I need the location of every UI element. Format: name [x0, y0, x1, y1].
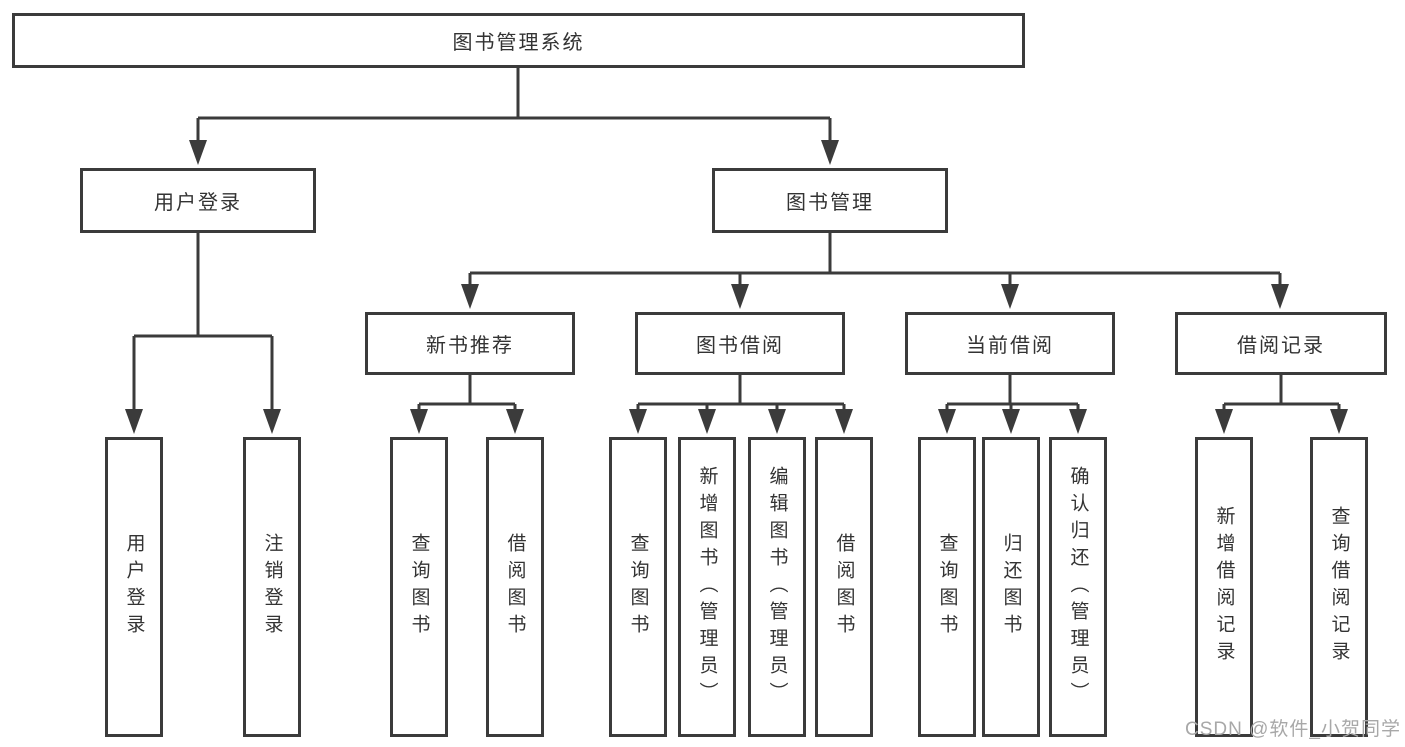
leaf-logout-login: 注销登录 [243, 437, 301, 737]
leaf-user-login: 用户登录 [105, 437, 163, 737]
node-new-book-recommend: 新书推荐 [365, 312, 575, 375]
leaf-query-borrow-record-label: 查询借阅记录 [1328, 506, 1350, 668]
leaf-query-books-recommend-label: 查询图书 [408, 533, 430, 641]
connector-user-login-children [125, 233, 281, 434]
leaf-query-books-borrowing: 查询图书 [609, 437, 667, 737]
leaf-return-books: 归还图书 [982, 437, 1040, 737]
leaf-confirm-return-admin-label: 确认归还（管理员） [1067, 465, 1089, 709]
connector-current-borrowing-children [938, 373, 1087, 434]
leaf-add-books-admin-label: 新增图书（管理员） [696, 465, 718, 709]
leaf-edit-books-admin: 编辑图书（管理员） [748, 437, 806, 737]
node-borrow-records-label: 借阅记录 [1237, 335, 1325, 357]
leaf-add-borrow-record-label: 新增借阅记录 [1213, 506, 1235, 668]
node-root-label: 图书管理系统 [452, 32, 585, 54]
leaf-borrow-books-borrowing: 借阅图书 [815, 437, 873, 737]
node-root-system: 图书管理系统 [12, 13, 1025, 68]
watermark-text: CSDN @软件_小贺同学 [1185, 719, 1401, 740]
node-new-book-recommend-label: 新书推荐 [426, 335, 514, 357]
connector-book-management-children [461, 233, 1289, 309]
leaf-add-borrow-record: 新增借阅记录 [1195, 437, 1253, 737]
leaf-logout-login-label: 注销登录 [261, 533, 283, 641]
connector-new-book-recommend-children [410, 373, 524, 434]
node-book-management: 图书管理 [712, 168, 948, 233]
leaf-edit-books-admin-label: 编辑图书（管理员） [766, 465, 788, 709]
leaf-add-books-admin: 新增图书（管理员） [678, 437, 736, 737]
node-book-management-label: 图书管理 [786, 192, 874, 214]
connector-borrow-records-children [1215, 373, 1348, 434]
leaf-borrow-books-recommend: 借阅图书 [486, 437, 544, 737]
leaf-query-books-current-label: 查询图书 [936, 533, 958, 641]
leaf-borrow-books-borrowing-label: 借阅图书 [833, 533, 855, 641]
node-user-login-label: 用户登录 [154, 192, 242, 214]
leaf-return-books-label: 归还图书 [1000, 533, 1022, 641]
node-current-borrowing-label: 当前借阅 [966, 335, 1054, 357]
leaf-query-books-borrowing-label: 查询图书 [627, 533, 649, 641]
leaf-borrow-books-recommend-label: 借阅图书 [504, 533, 526, 641]
leaf-query-borrow-record: 查询借阅记录 [1310, 437, 1368, 737]
leaf-user-login-label: 用户登录 [123, 533, 145, 641]
node-user-login: 用户登录 [80, 168, 316, 233]
leaf-query-books-recommend: 查询图书 [390, 437, 448, 737]
node-book-borrowing: 图书借阅 [635, 312, 845, 375]
node-borrow-records: 借阅记录 [1175, 312, 1387, 375]
leaf-query-books-current: 查询图书 [918, 437, 976, 737]
connector-book-borrowing-children [629, 373, 853, 434]
leaf-confirm-return-admin: 确认归还（管理员） [1049, 437, 1107, 737]
node-book-borrowing-label: 图书借阅 [696, 335, 784, 357]
connector-root-to-level2 [189, 66, 839, 165]
node-current-borrowing: 当前借阅 [905, 312, 1115, 375]
